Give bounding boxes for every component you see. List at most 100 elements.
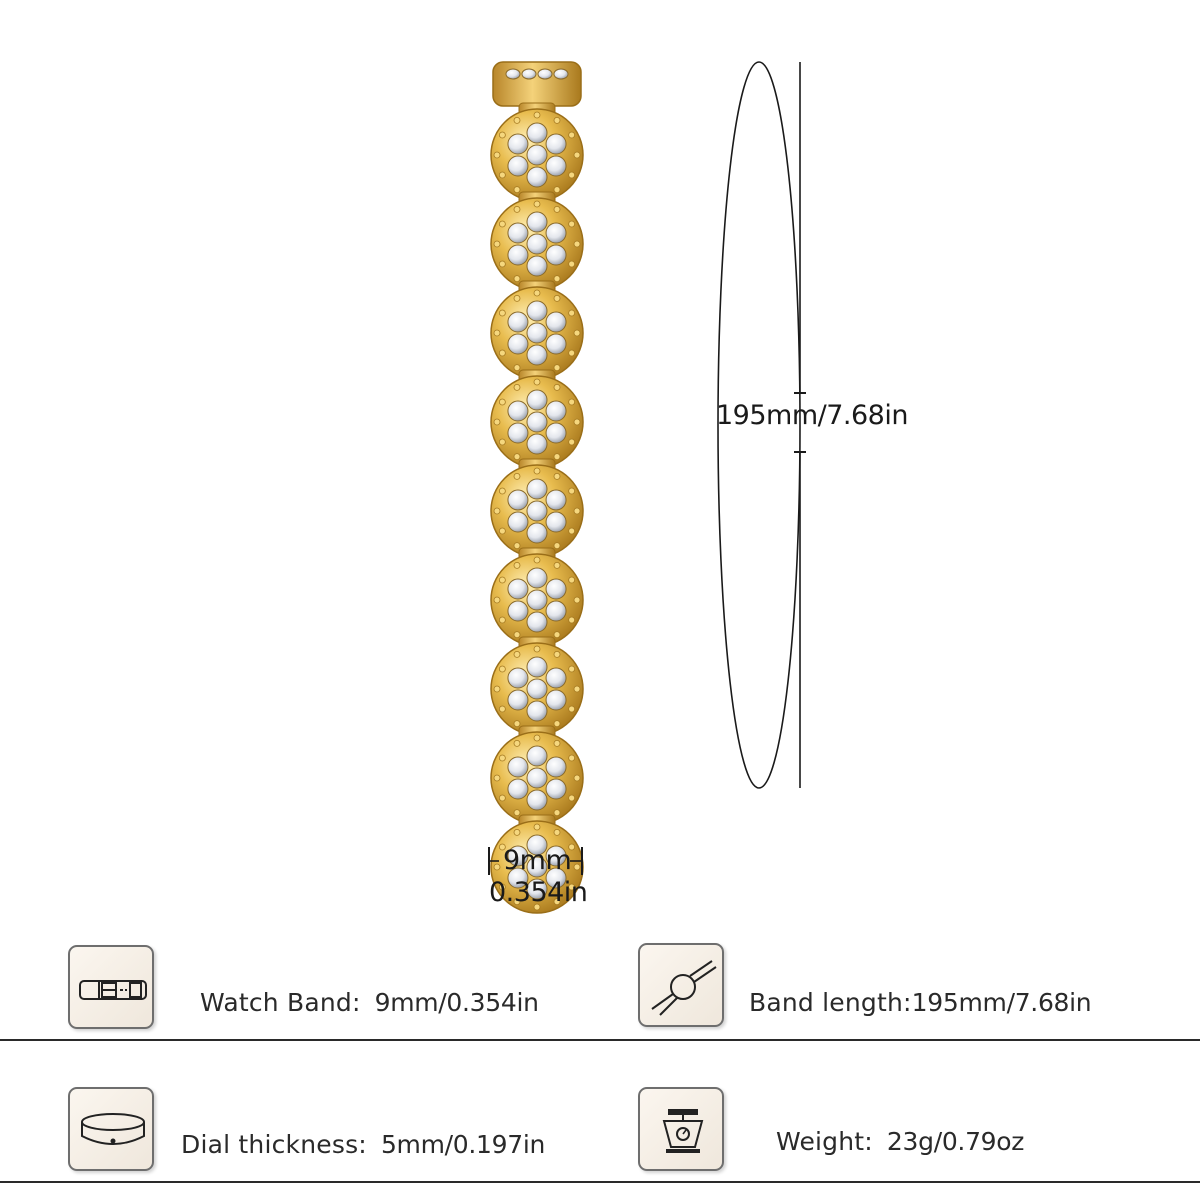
link-prong [493, 151, 501, 159]
link-stone [526, 322, 548, 344]
link-stone [526, 567, 548, 589]
link-stone [526, 300, 548, 322]
weight-scale-icon [638, 1087, 724, 1171]
spec-divider-top [0, 1039, 1200, 1041]
link-stone [526, 745, 548, 767]
link-prong [553, 898, 561, 906]
link-stone [526, 589, 548, 611]
bracelet-link [490, 547, 584, 647]
link-prong [553, 453, 561, 461]
band-length-dimension-label: 195mm/7.68in [716, 400, 908, 431]
link-prong [513, 275, 521, 283]
link-stone [526, 478, 548, 500]
link-stone [545, 689, 567, 711]
link-prong [573, 596, 581, 604]
link-stone [526, 255, 548, 277]
link-prong [493, 863, 501, 871]
link-prong [573, 507, 581, 515]
link-prong [533, 467, 541, 475]
link-prong [513, 383, 521, 391]
link-stone [526, 166, 548, 188]
link-prong [498, 527, 506, 535]
bracelet-link [490, 102, 584, 202]
link-stone [526, 878, 548, 900]
bracelet-link [490, 280, 584, 380]
link-prong [568, 576, 576, 584]
link-prong [493, 774, 501, 782]
link-prong [498, 220, 506, 228]
link-stone [545, 155, 567, 177]
link-stone [526, 122, 548, 144]
link-prong [498, 438, 506, 446]
link-prong [553, 739, 561, 747]
link-prong [498, 616, 506, 624]
link-stone [526, 433, 548, 455]
link-prong [493, 240, 501, 248]
link-prong [573, 418, 581, 426]
link-stone [507, 778, 529, 800]
link-prong [513, 561, 521, 569]
link-stone [526, 522, 548, 544]
clasp-stone [521, 68, 537, 80]
link-stone [545, 511, 567, 533]
link-prong [498, 794, 506, 802]
link-prong [513, 186, 521, 194]
spec-band-length-label: Band length: [749, 988, 912, 1017]
link-stone [526, 389, 548, 411]
link-prong [498, 398, 506, 406]
link-stone [526, 700, 548, 722]
link-prong [493, 329, 501, 337]
link-prong [573, 329, 581, 337]
link-prong [553, 383, 561, 391]
link-prong [568, 616, 576, 624]
link-prong [513, 294, 521, 302]
spec-dial-thickness: Dial thickness:5mm/0.197in [181, 1130, 545, 1159]
spec-weight-value: 23g/0.79oz [886, 1127, 1025, 1156]
link-stone [507, 667, 529, 689]
link-stone [545, 756, 567, 778]
link-prong [513, 650, 521, 658]
link-prong [498, 260, 506, 268]
link-prong [498, 705, 506, 713]
link-stone [526, 211, 548, 233]
clasp-stone [537, 68, 553, 80]
link-prong [568, 131, 576, 139]
link-stone [545, 400, 567, 422]
link-stone [526, 144, 548, 166]
link-prong [573, 240, 581, 248]
link-prong [513, 364, 521, 372]
link-prong [553, 472, 561, 480]
link-prong [513, 828, 521, 836]
link-prong [513, 720, 521, 728]
bracelet-link [490, 369, 584, 469]
link-prong [498, 754, 506, 762]
link-prong [568, 665, 576, 673]
link-stone [526, 678, 548, 700]
spec-dial-thickness-label: Dial thickness: [181, 1130, 367, 1159]
link-prong [553, 186, 561, 194]
link-prong [553, 650, 561, 658]
link-stone [545, 244, 567, 266]
link-prong [573, 151, 581, 159]
link-prong [568, 527, 576, 535]
link-prong [568, 705, 576, 713]
link-stone [545, 422, 567, 444]
clasp-stone [553, 68, 569, 80]
link-prong [553, 364, 561, 372]
link-prong [513, 472, 521, 480]
link-prong [513, 453, 521, 461]
link-prong [533, 289, 541, 297]
band-length-icon [638, 943, 724, 1027]
link-prong [568, 843, 576, 851]
link-prong [573, 863, 581, 871]
link-stone [545, 333, 567, 355]
band-width-dimension-mm: 9mm [503, 845, 572, 876]
spec-watch-band-label: Watch Band: [200, 988, 361, 1017]
link-prong [568, 487, 576, 495]
link-stone [545, 867, 567, 889]
spec-watch-band: Watch Band:9mm/0.354in [200, 988, 539, 1017]
link-prong [513, 205, 521, 213]
link-prong [498, 487, 506, 495]
link-prong [568, 754, 576, 762]
watch-band-icon [68, 945, 154, 1029]
